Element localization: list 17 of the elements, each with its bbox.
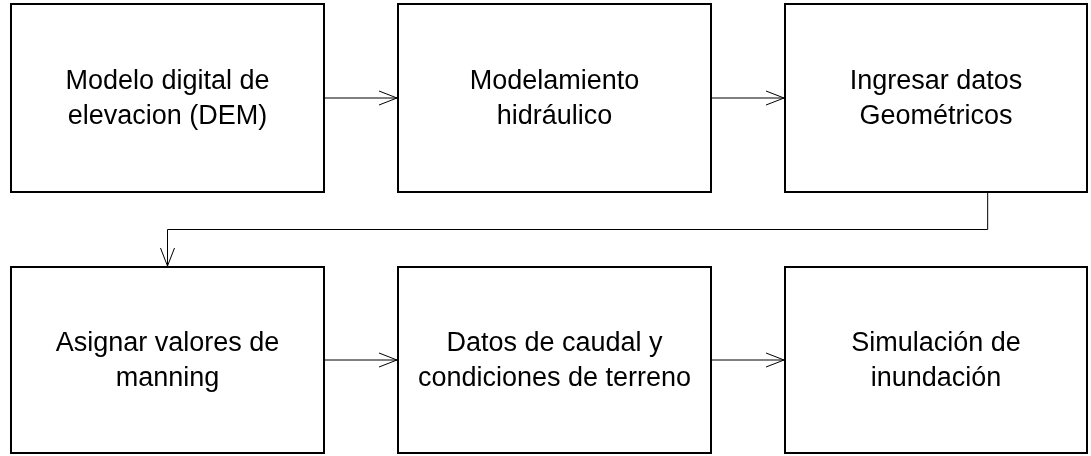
process-box [10, 3, 325, 193]
box-label: Ingresar datos Geométricos [848, 63, 1024, 132]
box-label: Modelo digital de elevacion (DEM) [64, 63, 271, 132]
process-box [784, 3, 1088, 193]
arrow [711, 90, 785, 106]
arrow [711, 352, 785, 368]
process-box [397, 3, 712, 193]
box-label: Datos de caudal y condiciones de terreno [416, 325, 693, 394]
process-box [784, 266, 1088, 454]
box-label: Modelamiento hidráulico [468, 63, 641, 132]
process-box [397, 266, 712, 454]
arrow [324, 90, 398, 106]
arrow [160, 192, 989, 267]
arrow [324, 352, 398, 368]
box-label: Simulación de inundación [850, 325, 1022, 394]
process-box [10, 266, 325, 454]
box-label: Asignar valores de manning [54, 325, 281, 394]
